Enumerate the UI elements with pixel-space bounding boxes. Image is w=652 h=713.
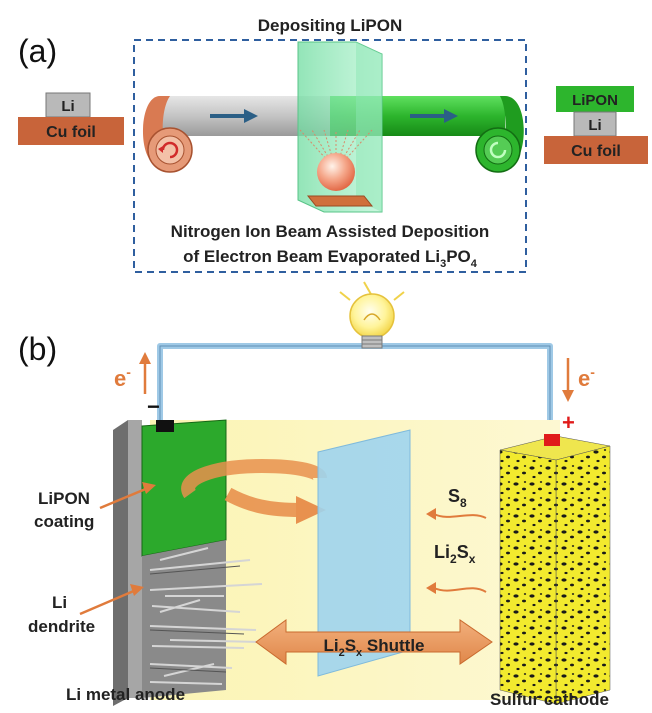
electron-left-label: e- — [114, 364, 131, 391]
shuttle-label: Li2Sx Shuttle — [323, 636, 424, 659]
lipon-label-right: LiPON — [572, 92, 618, 109]
depositing-lipon-title: Depositing LiPON — [258, 16, 403, 35]
cu-foil-label-right: Cu foil — [571, 143, 621, 160]
li-metal-anode — [113, 419, 263, 706]
right-layer-stack: LiPON Li Cu foil — [544, 86, 648, 164]
li2sx-arrowhead — [426, 582, 436, 594]
positive-terminal — [544, 434, 560, 446]
lipon-layer-right — [556, 86, 634, 112]
caption-line-2: of Electron Beam Evaporated Li3PO4 — [183, 247, 478, 270]
lipon-pointer-arrowhead — [142, 482, 156, 494]
cathode-side-face — [555, 445, 611, 705]
dendrite-region — [142, 540, 226, 698]
li2sx-label: Li2Sx — [434, 542, 476, 566]
cathode-front-face — [499, 449, 557, 705]
crucible-plate — [306, 195, 374, 207]
deposition-beam-box — [297, 41, 383, 213]
s8-diffusion-arrow — [433, 513, 487, 519]
lipon-coating-label-line1: LiPON — [38, 489, 90, 508]
dendrite-pointer-arrowhead — [130, 584, 144, 596]
li-dendrite-label-line2: dendrite — [28, 617, 95, 636]
tape-arrowhead-right — [444, 109, 458, 123]
rotate-arrowhead-left — [158, 146, 163, 153]
panel-a-label: (a) — [18, 33, 57, 69]
electron-flow-left: e- — [114, 352, 151, 394]
li-label-right: Li — [588, 117, 601, 134]
cathode-label: Sulfur cathode — [490, 690, 609, 709]
plus-sign: + — [562, 410, 575, 435]
cu-foil-right — [544, 136, 648, 164]
caption-line-1: Nitrogen Ion Beam Assisted Deposition — [171, 222, 490, 241]
polysulfide-blocked-arrow — [181, 458, 327, 524]
dendrite-spikes — [149, 547, 263, 685]
sulfur-cathode-block — [499, 434, 611, 705]
li-dendrite-label-line1: Li — [52, 593, 67, 612]
evaporation-source-orb — [317, 153, 355, 191]
anode-plate-side — [113, 420, 128, 706]
deposition-chamber-frame — [133, 39, 527, 273]
tape-arrowhead-left — [244, 109, 258, 123]
cu-foil-label-left: Cu foil — [46, 124, 96, 141]
electron-down-arrowhead — [562, 390, 574, 402]
right-roller-core — [483, 135, 513, 165]
wire-edge — [159, 345, 551, 436]
dendrite-shadows — [149, 565, 245, 673]
lipon-coating-label-line2: coating — [34, 512, 94, 531]
dendrite-pointer-arrow — [79, 588, 137, 616]
li-label-left: Li — [61, 98, 74, 115]
anode-label: Li metal anode — [66, 685, 185, 704]
left-roller-core — [155, 135, 185, 165]
electron-up-arrowhead — [139, 352, 151, 364]
s8-arrowhead — [426, 508, 436, 520]
lipon-pointer-arrow — [99, 486, 149, 510]
light-bulb-icon — [339, 281, 405, 349]
li2sx-diffusion-arrow — [433, 587, 487, 593]
minus-sign: − — [147, 394, 160, 419]
shuttle-double-arrow — [255, 619, 493, 665]
panel-b-label: (b) — [18, 331, 57, 367]
rotate-icon-left — [161, 141, 179, 159]
anode-plate-front — [128, 420, 142, 698]
negative-terminal — [156, 420, 174, 432]
cu-foil-left — [18, 117, 124, 145]
beam-side-face — [356, 42, 382, 212]
electron-flow-right: e- — [562, 358, 595, 402]
left-layer-stack: Li Cu foil — [18, 92, 124, 145]
electron-right-label: e- — [578, 364, 595, 391]
li-layer-right — [573, 111, 617, 137]
rotate-icon-right — [489, 141, 507, 159]
s8-label: S8 — [448, 486, 467, 510]
